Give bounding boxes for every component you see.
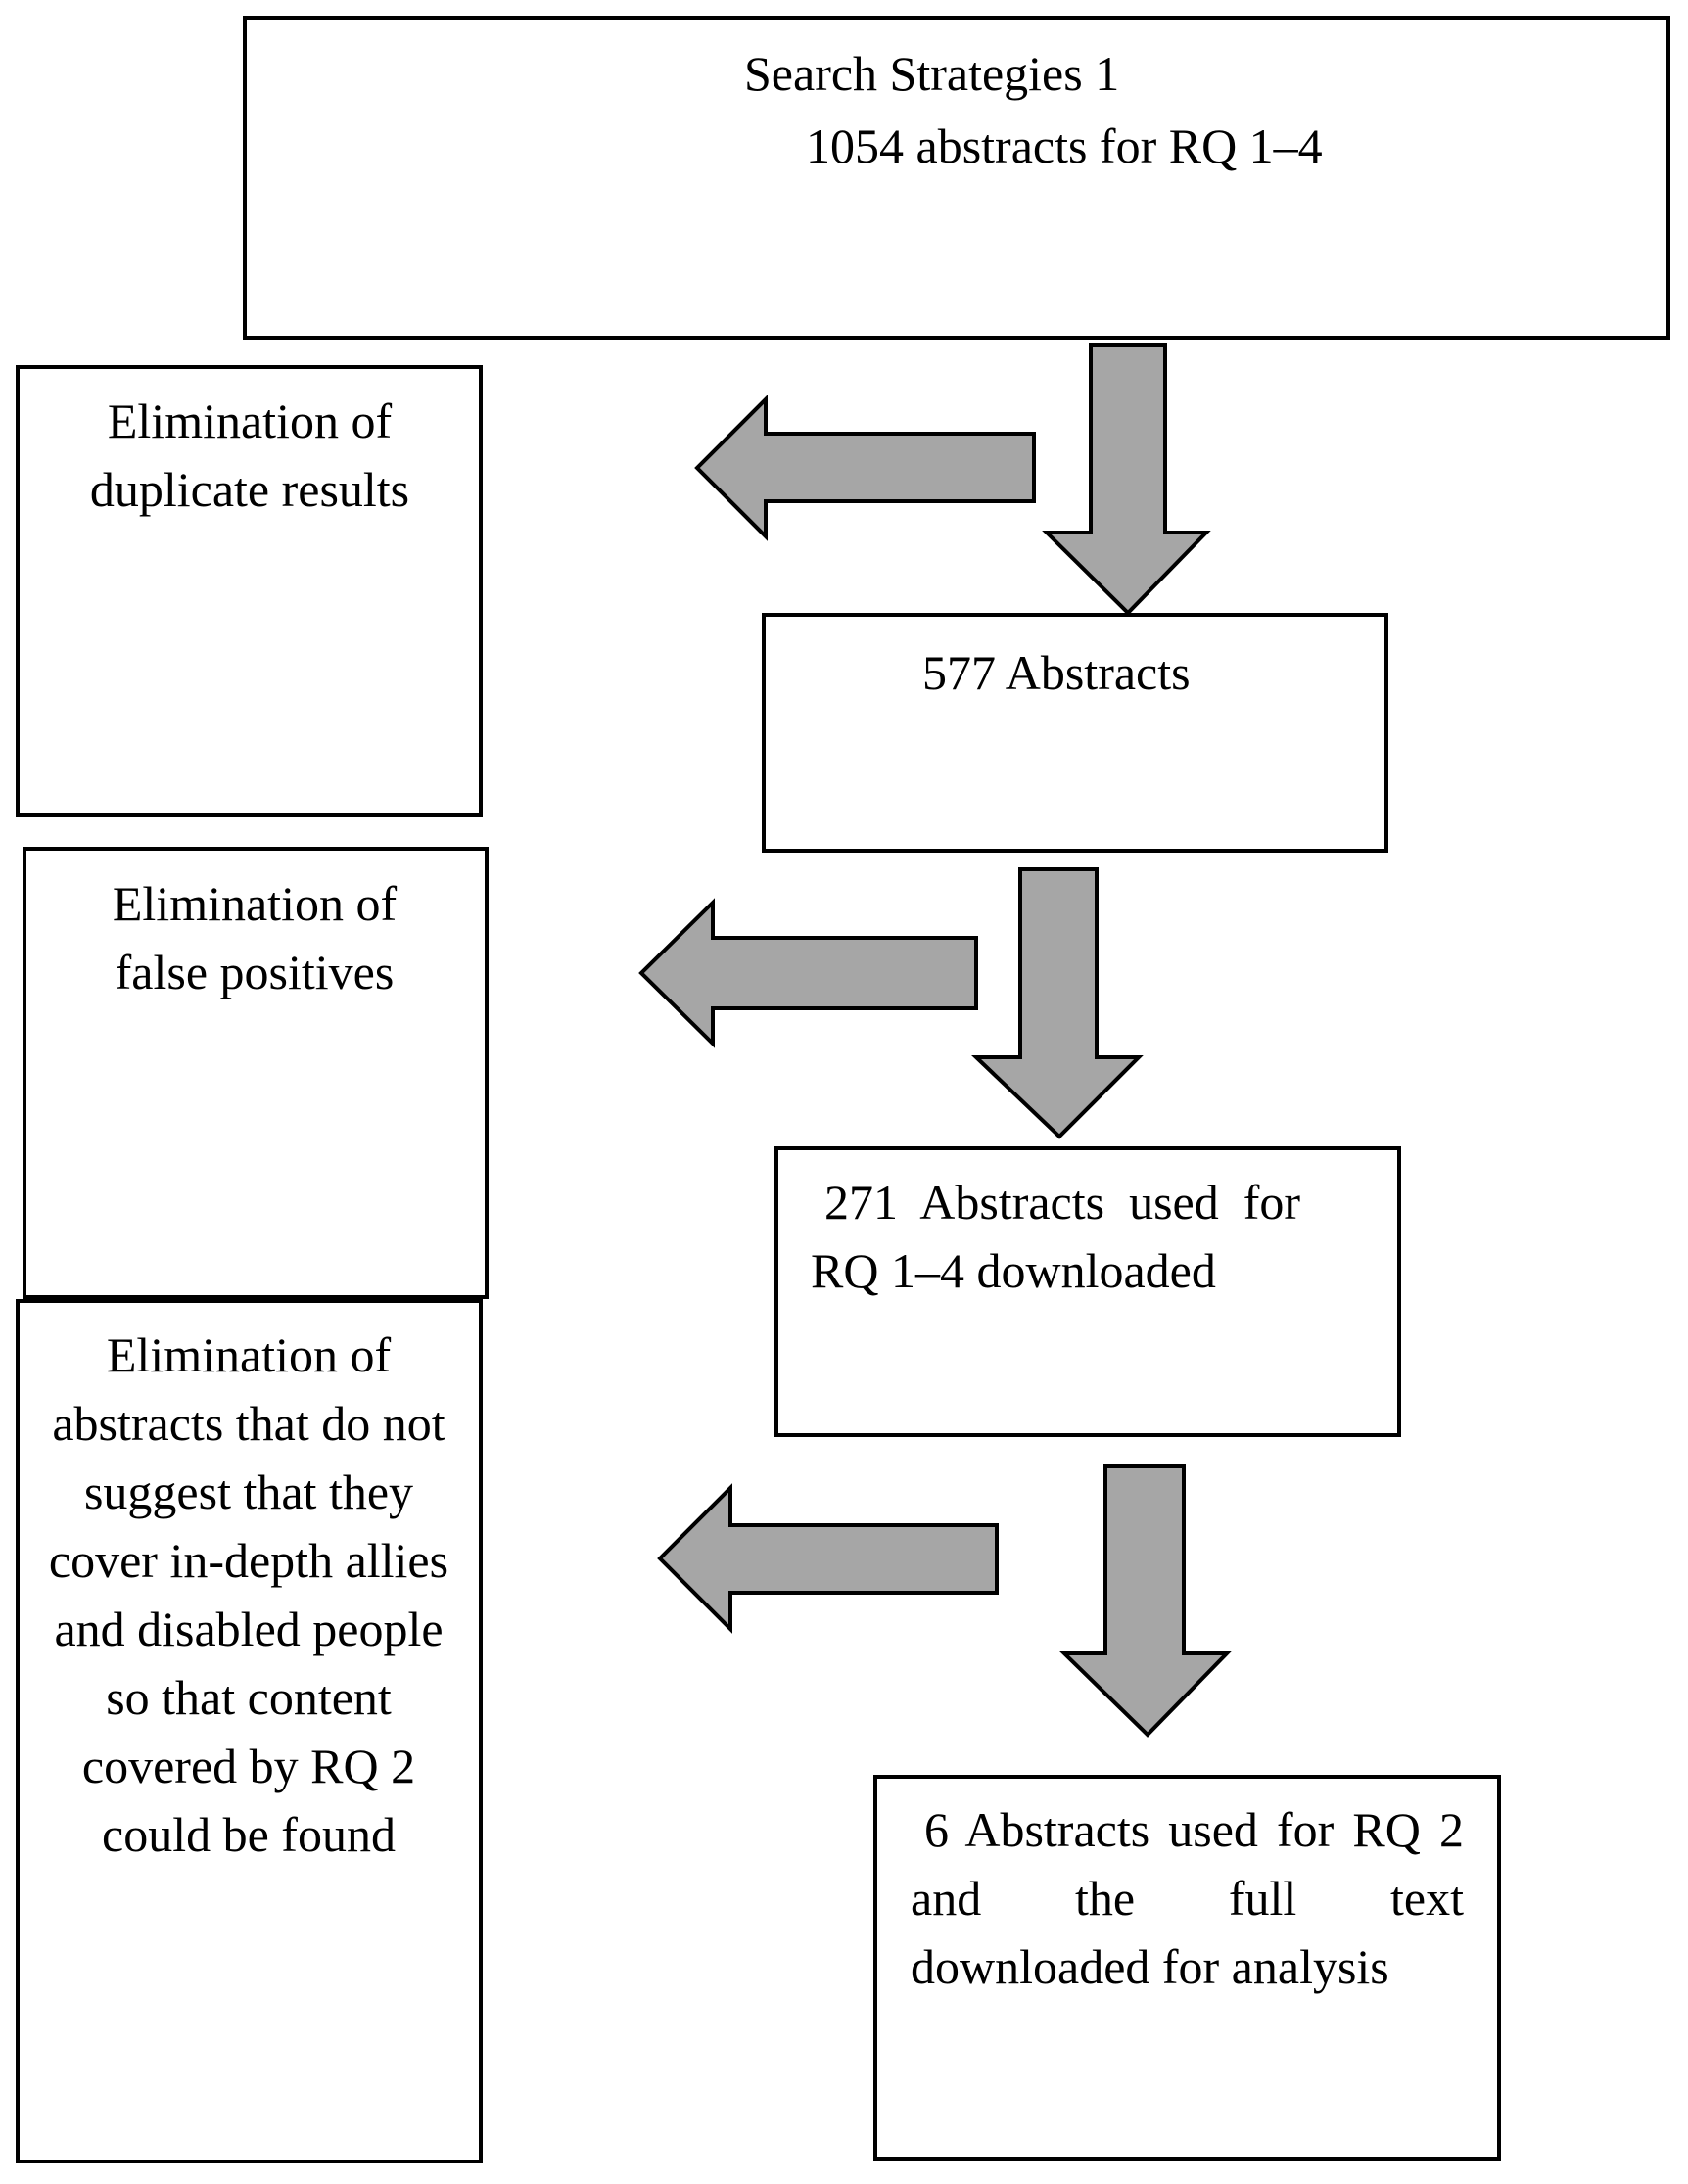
- abstracts-6-box: [873, 1775, 1501, 2161]
- abstracts-6-label: 6 Abstracts used for RQ 2 and the full t…: [911, 1802, 1464, 1994]
- down-arrow-2: [971, 867, 1144, 1139]
- elim-false-positives-label: Elimination of false positives: [112, 876, 398, 999]
- abstracts-577-label: 577 Abstracts: [922, 645, 1191, 700]
- down-arrow-1: [1042, 343, 1211, 616]
- abstracts-577-box: [762, 613, 1388, 853]
- elim-duplicates-label: Elimination of duplicate results: [89, 394, 410, 517]
- left-arrow-2: [638, 898, 978, 1048]
- abstracts-271-line2: RQ 1–4 downloaded: [811, 1243, 1216, 1298]
- elim-abstracts-box: [16, 1299, 483, 2163]
- left-arrow-3: [657, 1483, 999, 1634]
- elim-abstracts-label: Elimination of abstracts that do not sug…: [48, 1327, 449, 1862]
- abstracts-271-line1: 271 Abstracts used for: [824, 1175, 1301, 1230]
- elim-false-positives-box: [23, 847, 489, 1299]
- down-arrow-3: [1059, 1464, 1232, 1738]
- elim-duplicates-box: [16, 365, 483, 817]
- abstracts-271-box: [774, 1146, 1401, 1437]
- search-strategies-box: [243, 16, 1670, 340]
- search-abstracts-count: 1054 abstracts for RQ 1–4: [806, 118, 1323, 173]
- left-arrow-1: [694, 395, 1036, 541]
- search-strategies-label: Search Strategies 1: [744, 46, 1120, 101]
